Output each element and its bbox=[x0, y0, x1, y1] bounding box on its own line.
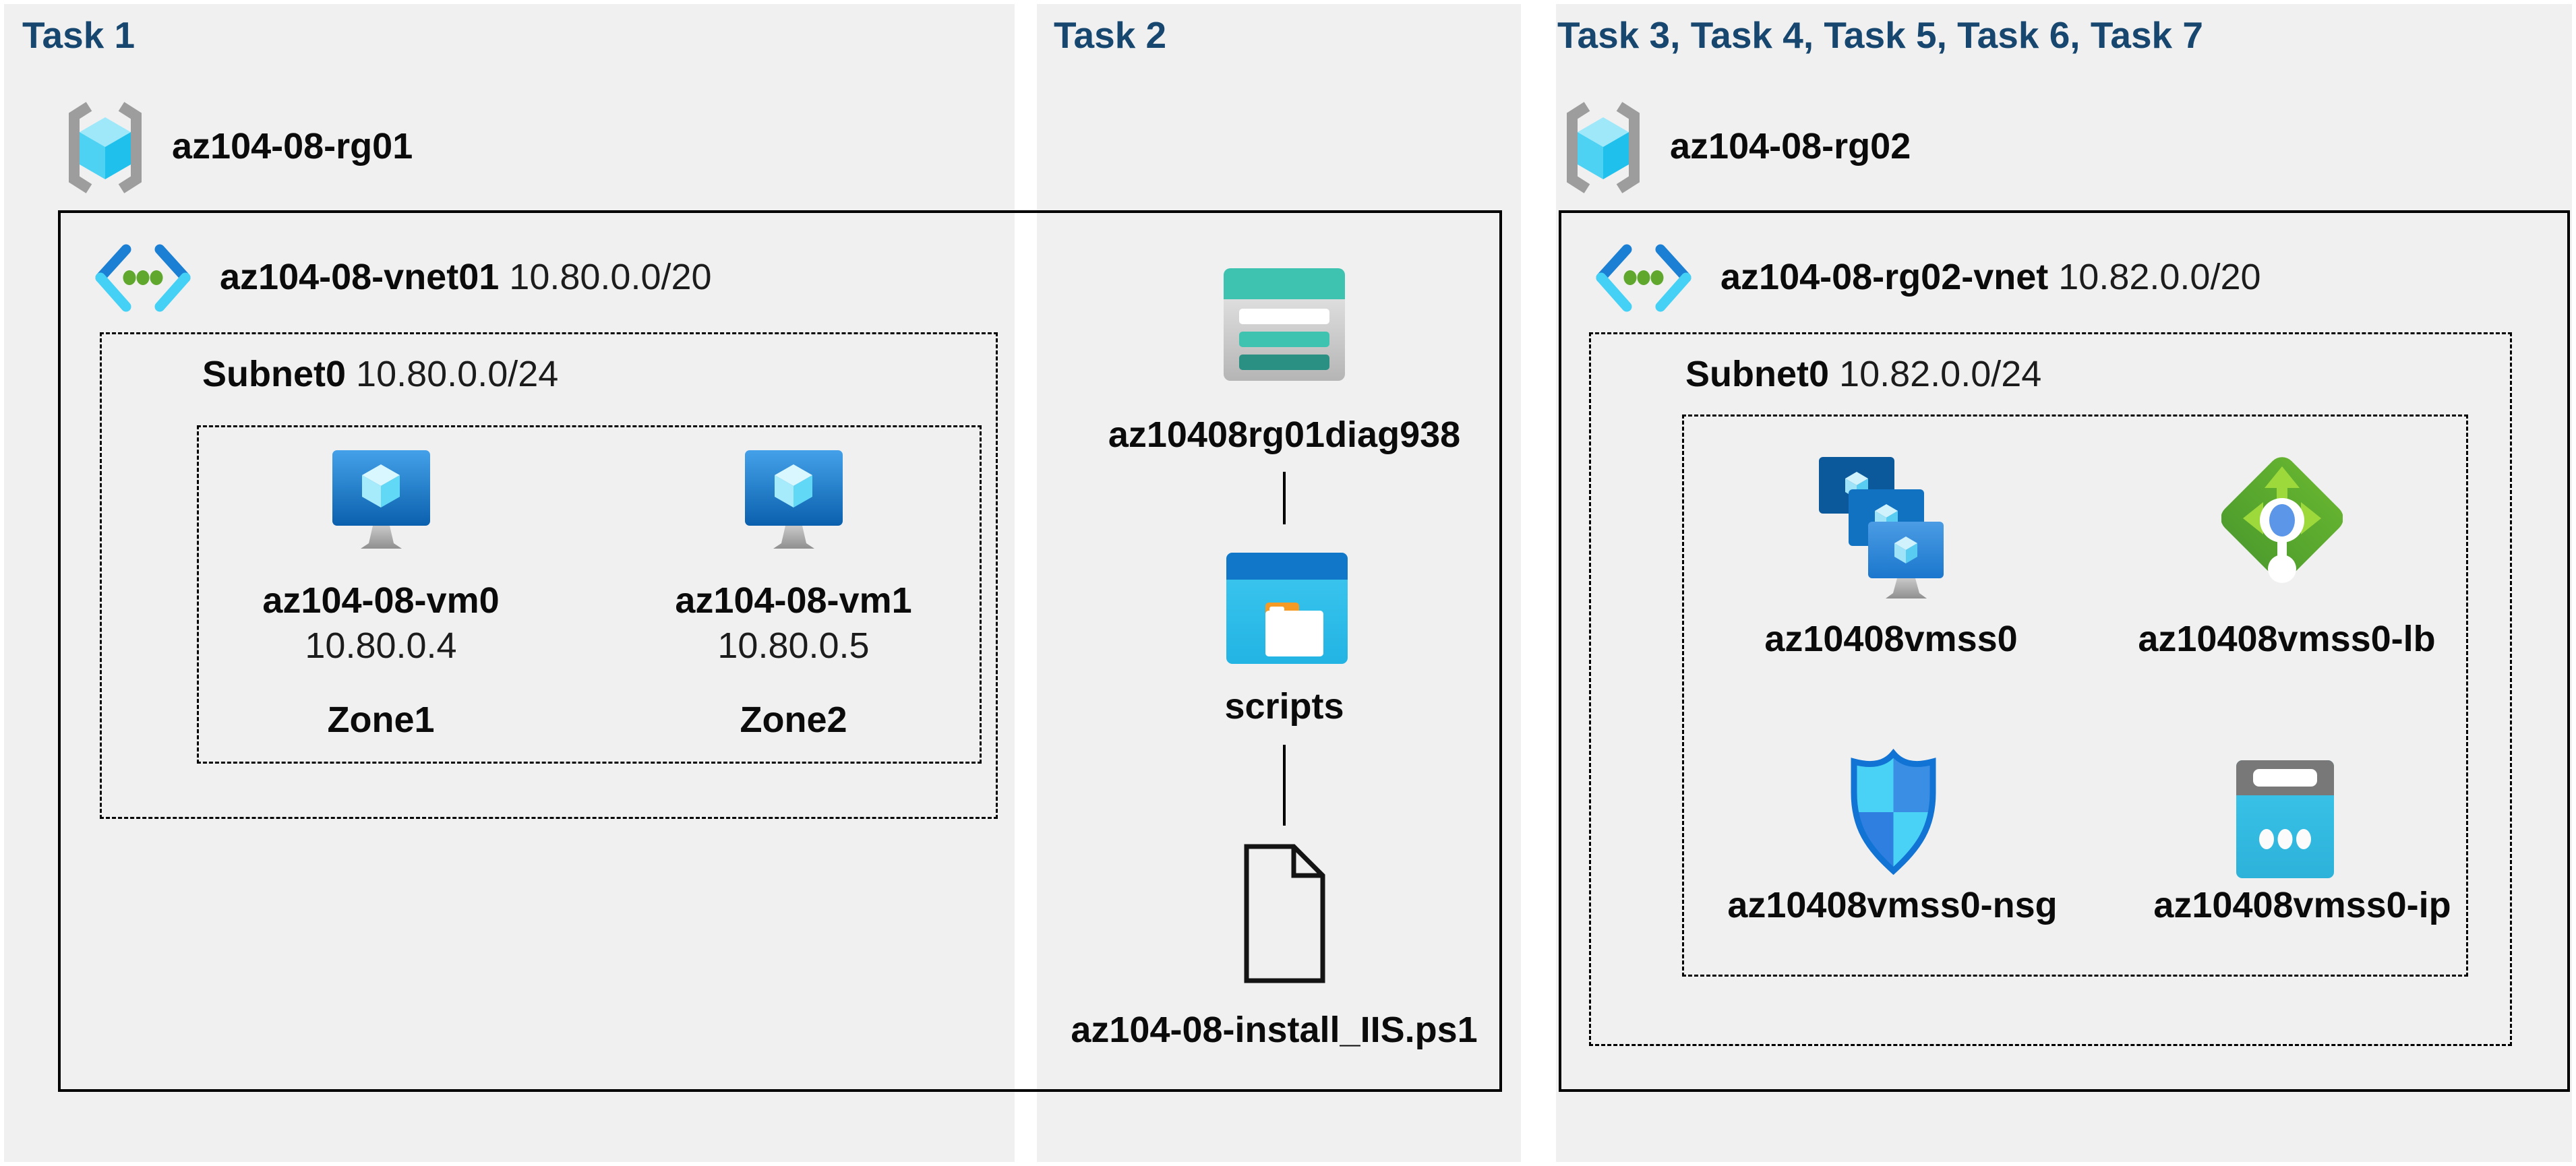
task1-subnet-label: Subnet0 10.80.0.0/24 bbox=[202, 353, 558, 395]
vm-scale-set-icon bbox=[1819, 457, 1944, 602]
task3-column bbox=[1556, 4, 2572, 1162]
load-balancer-icon bbox=[2221, 446, 2343, 591]
resource-group-icon bbox=[1560, 100, 1646, 195]
task3-subnet-label: Subnet0 10.82.0.0/24 bbox=[1685, 353, 2041, 395]
storage-account-label: az10408rg01diag938 bbox=[1108, 415, 1461, 455]
nsg-label: az10408vmss0-nsg bbox=[1727, 885, 2058, 925]
connector-storage-container bbox=[1283, 472, 1286, 524]
task3-resource-group-label: az104-08-rg02 bbox=[1670, 126, 1911, 166]
vnet-name: az104-08-vnet01 bbox=[220, 257, 500, 297]
subnet-cidr: 10.82.0.0/24 bbox=[1839, 354, 2042, 394]
public-ip-label: az10408vmss0-ip bbox=[2153, 885, 2451, 925]
task1-subnet-box bbox=[100, 332, 998, 819]
virtual-network-icon bbox=[92, 244, 193, 312]
storage-account-icon bbox=[1224, 268, 1345, 381]
vmss-label: az10408vmss0 bbox=[1764, 619, 2018, 659]
task1-vnet-box bbox=[58, 210, 1502, 1092]
virtual-machine-icon bbox=[745, 450, 843, 553]
subnet-cidr: 10.80.0.0/24 bbox=[356, 354, 559, 394]
task1-vnet-label: az104-08-vnet01 10.80.0.0/20 bbox=[220, 256, 712, 298]
vm0-name-label: az104-08-vm0 bbox=[262, 580, 500, 621]
task1-resource-group-label: az104-08-rg01 bbox=[172, 126, 413, 166]
public-ip-icon bbox=[2236, 760, 2334, 878]
subnet-name: Subnet0 bbox=[202, 354, 347, 394]
vnet-name: az104-08-rg02-vnet bbox=[1720, 257, 2049, 297]
vnet-cidr: 10.80.0.0/20 bbox=[509, 257, 712, 297]
connector-container-file bbox=[1283, 745, 1286, 826]
file-icon bbox=[1242, 842, 1327, 985]
load-balancer-label: az10408vmss0-lb bbox=[2138, 619, 2436, 659]
task1-column bbox=[4, 4, 1015, 1162]
container-label: scripts bbox=[1224, 686, 1344, 727]
vm1-zone-label: Zone2 bbox=[740, 700, 847, 740]
task2-heading: Task 2 bbox=[1054, 14, 1167, 56]
task1-heading: Task 1 bbox=[22, 14, 136, 56]
vm1-name-label: az104-08-vm1 bbox=[675, 580, 912, 621]
blob-container-icon bbox=[1226, 553, 1348, 664]
vm1-ip-label: 10.80.0.5 bbox=[717, 625, 870, 666]
vm0-ip-label: 10.80.0.4 bbox=[305, 625, 457, 666]
nsg-icon bbox=[1849, 748, 1938, 876]
task1-vm-group-box bbox=[197, 425, 982, 764]
task3-heading: Task 3, Task 4, Task 5, Task 6, Task 7 bbox=[1557, 14, 2203, 56]
task3-vnet-box bbox=[1559, 210, 2570, 1092]
vm0-zone-label: Zone1 bbox=[327, 700, 435, 740]
task3-resource-group-box bbox=[1682, 415, 2468, 977]
task3-subnet-box bbox=[1589, 332, 2512, 1046]
subnet-name: Subnet0 bbox=[1685, 354, 1830, 394]
task3-vnet-label: az104-08-rg02-vnet 10.82.0.0/20 bbox=[1720, 256, 2261, 298]
vnet-cidr: 10.82.0.0/20 bbox=[2058, 257, 2261, 297]
virtual-machine-icon bbox=[332, 450, 430, 553]
resource-group-icon bbox=[62, 100, 148, 195]
virtual-network-icon bbox=[1593, 244, 1694, 312]
script-file-label: az104-08-install_IIS.ps1 bbox=[1071, 1010, 1478, 1050]
